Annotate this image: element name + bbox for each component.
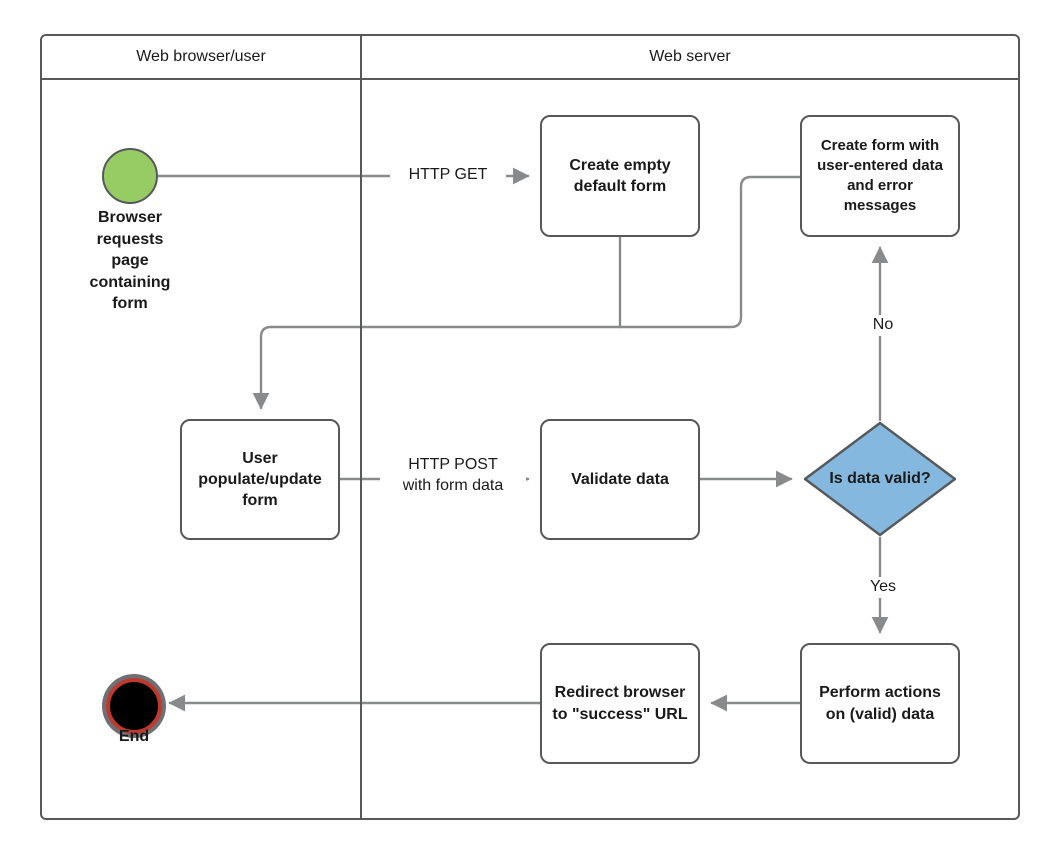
node-create-form-with-errors[interactable]: Create form with user-entered data and e… bbox=[800, 115, 960, 237]
end-node-label: End bbox=[118, 728, 150, 745]
swimlane-frame bbox=[40, 34, 1020, 820]
swimlane-header-separator bbox=[40, 78, 1020, 80]
node-user-populate-update-form[interactable]: User populate/update form bbox=[180, 419, 340, 540]
node-is-data-valid[interactable]: Is data valid? bbox=[802, 420, 958, 538]
node-create-empty-default-form[interactable]: Create empty default form bbox=[540, 115, 700, 237]
edge-create-form-errors-to-bus bbox=[618, 175, 802, 329]
node-redirect-browser[interactable]: Redirect browser to "success" URL bbox=[540, 643, 700, 764]
edge-bus-to-user-populate-form bbox=[252, 325, 622, 410]
lane-title-web-browser-user: Web browser/user bbox=[136, 48, 266, 65]
end-node[interactable] bbox=[106, 678, 162, 734]
start-node-label: Browser requests page containing form bbox=[89, 209, 171, 313]
edge-label-decision-no: No bbox=[855, 315, 911, 336]
edge-label-http-get: HTTP GET bbox=[390, 165, 506, 186]
swimlane-divider bbox=[360, 34, 362, 820]
start-node[interactable] bbox=[102, 148, 158, 204]
node-validate-data[interactable]: Validate data bbox=[540, 419, 700, 540]
lane-title-web-server: Web server bbox=[649, 48, 731, 65]
edge-label-http-post: HTTP POST with form data bbox=[380, 455, 526, 497]
decision-diamond-shape bbox=[803, 421, 957, 537]
edge-label-decision-yes: Yes bbox=[855, 577, 911, 598]
node-perform-actions[interactable]: Perform actions on (valid) data bbox=[800, 643, 960, 764]
